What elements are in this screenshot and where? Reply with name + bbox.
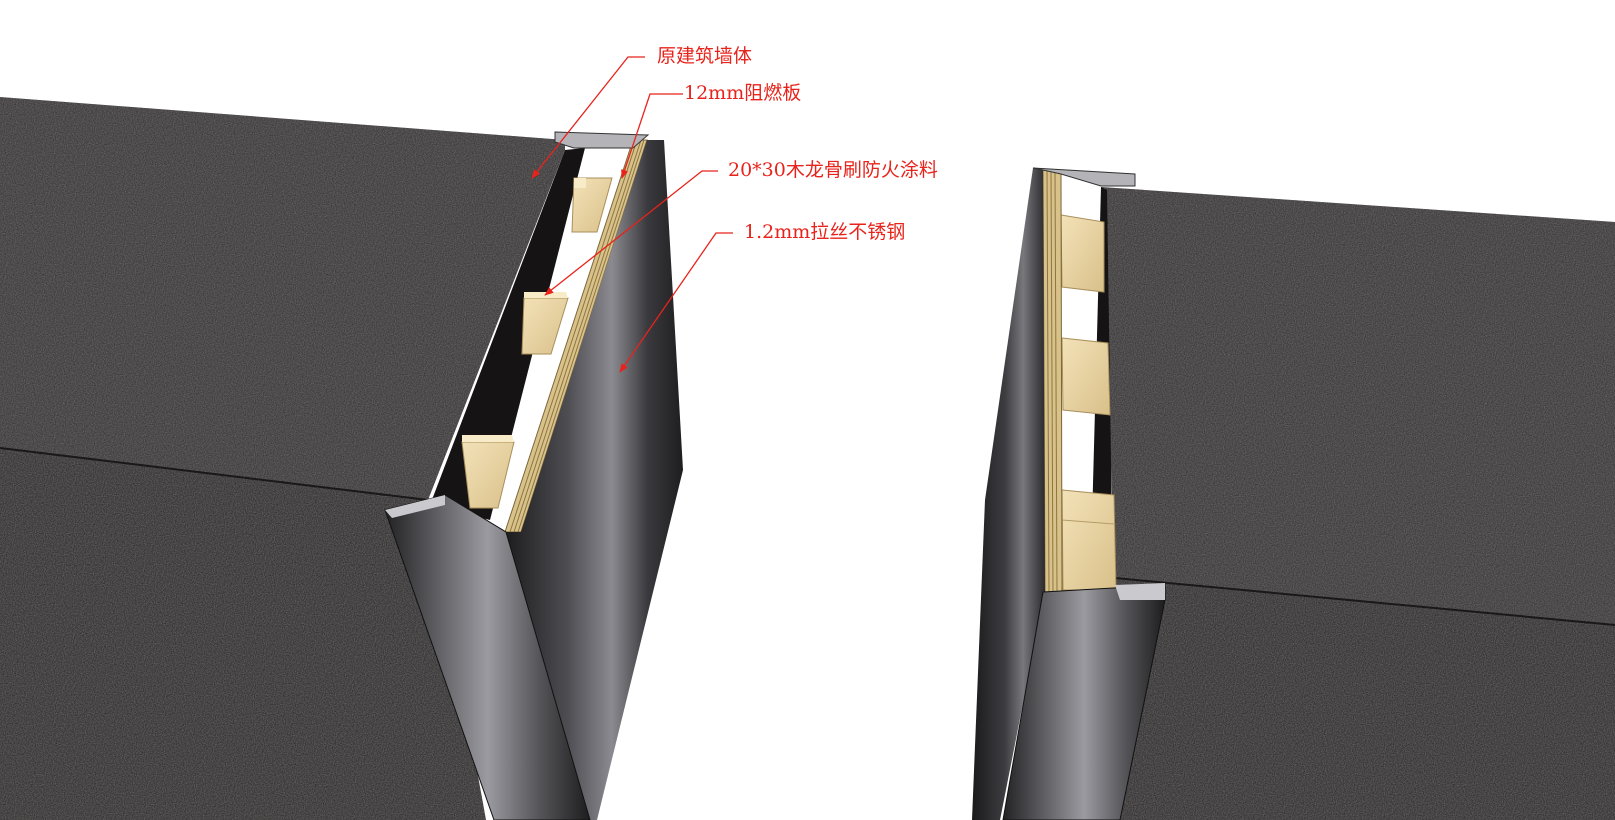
label-stainless-steel: 1.2mm拉丝不锈钢	[744, 221, 906, 243]
leader-fire-board	[621, 93, 683, 179]
right-wood-keels	[1060, 214, 1117, 591]
left-wood-keels	[461, 177, 613, 509]
leader-stainless-steel	[619, 232, 733, 373]
left-wall	[0, 97, 565, 820]
left-fire-board	[504, 139, 648, 533]
right-fire-board	[1042, 169, 1063, 593]
right-wall	[1095, 187, 1615, 820]
leader-wood-keel	[544, 170, 718, 296]
leader-original-wall	[531, 56, 645, 179]
left-cavity	[430, 148, 585, 520]
label-wood-keel: 20*30木龙骨刷防火涂料	[728, 159, 938, 181]
left-steel-cap	[384, 131, 683, 820]
label-original-wall: 原建筑墙体	[657, 45, 753, 67]
label-fire-board: 12mm阻燃板	[684, 82, 802, 104]
leader-lines	[531, 56, 733, 373]
right-steel-cap	[972, 167, 1166, 820]
